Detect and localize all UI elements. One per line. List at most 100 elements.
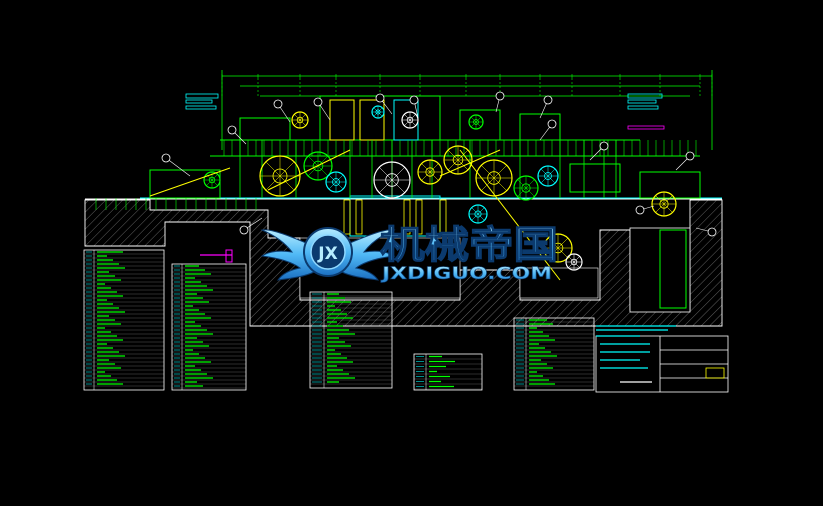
title-block (595, 335, 729, 393)
roll-spoke (547, 168, 556, 177)
roll-spoke (471, 207, 479, 215)
title-block-text-lines (596, 325, 676, 383)
roll-spoke (265, 161, 281, 177)
roll-spoke (335, 181, 344, 190)
emblem-badge-text: JX (317, 244, 337, 264)
balloon (227, 125, 237, 135)
roll-spoke (470, 121, 477, 128)
roll-spoke (471, 213, 479, 221)
roll-spoke (481, 177, 495, 191)
roll-spoke (477, 207, 485, 215)
table-heading-box (225, 249, 233, 263)
roll-spoke (294, 119, 301, 126)
roll-spoke (377, 111, 383, 117)
roll-spoke (457, 149, 469, 161)
roll-spoke (429, 171, 439, 181)
roll-spoke (409, 119, 416, 126)
roll-spoke (421, 171, 431, 181)
dimension-ticks (221, 74, 713, 96)
roll-spoke (328, 174, 337, 183)
roll-spoke (379, 179, 393, 193)
roll-spoke (475, 116, 482, 123)
roll-spoke (373, 111, 379, 117)
callout-block-right (627, 93, 665, 130)
roll-spoke (568, 256, 575, 263)
roll-spoke (299, 114, 306, 121)
callout-block-left (185, 93, 219, 110)
roll-spoke (265, 175, 281, 191)
roll-spoke (493, 165, 507, 179)
roll-spoke (568, 261, 575, 268)
roll-spoke (547, 175, 556, 184)
felt-run (459, 149, 561, 281)
roll-spoke (663, 195, 673, 205)
roll-spoke (557, 237, 569, 249)
balloon (161, 153, 171, 163)
table-frame (413, 353, 483, 391)
roll-spoke (547, 247, 559, 259)
bill-of-materials-tables (83, 249, 595, 391)
balloon (685, 151, 695, 161)
watermark-logo: JX 机械帝国 JXDIGUO.COM (260, 222, 559, 284)
roll-spoke (299, 119, 306, 126)
roll-spoke (335, 174, 344, 183)
roll-spoke (493, 177, 507, 191)
balloon (599, 141, 609, 151)
strut (343, 199, 351, 235)
roll-spoke (517, 187, 527, 197)
roll-spoke (317, 165, 329, 177)
roll-spoke (457, 159, 469, 171)
table-frame (171, 263, 247, 391)
balloon (543, 95, 553, 105)
balloon (495, 91, 505, 101)
roll-spoke (211, 179, 218, 186)
roll-spoke (391, 167, 405, 181)
roll-spoke (525, 179, 535, 189)
balloon (547, 119, 557, 129)
balloon (313, 97, 323, 107)
roll-spoke (307, 155, 319, 167)
roll-spoke (279, 161, 295, 177)
strut (355, 199, 363, 235)
roll-spoke (447, 149, 459, 161)
roll-spoke (475, 121, 482, 128)
roll-spoke (525, 187, 535, 197)
watermark-title: 机械帝国 (380, 223, 558, 267)
winged-gear-emblem: JX (260, 227, 396, 281)
roll-spoke (573, 261, 580, 268)
roll-spoke (477, 213, 485, 221)
roll-spoke (470, 116, 477, 123)
roll-spoke (547, 237, 559, 249)
roll-spoke (391, 179, 405, 193)
roll-spoke (379, 167, 393, 181)
felt-run (439, 149, 501, 177)
roll-spoke (206, 174, 213, 181)
part-balloons (161, 91, 717, 237)
roll-spoke (663, 203, 673, 213)
machine-rolls (149, 105, 677, 281)
roll-spoke (211, 174, 218, 181)
balloon (239, 225, 249, 235)
felt-run (149, 167, 231, 197)
watermark-url: JXDIGUO.COM (381, 264, 552, 284)
roll-spoke (517, 179, 527, 189)
roll-spoke (447, 159, 459, 171)
roll-spoke (373, 107, 379, 113)
balloon (707, 227, 717, 237)
balloon (273, 99, 283, 109)
roll-spoke (409, 114, 416, 121)
roll-spoke (557, 247, 569, 259)
balloon (635, 205, 645, 215)
leader-line (165, 157, 191, 177)
roll-spoke (429, 163, 439, 173)
strut (415, 199, 423, 235)
roll-spoke (206, 179, 213, 186)
roll-spoke (279, 175, 295, 191)
roll-spoke (540, 175, 549, 184)
roll-spoke (404, 114, 411, 121)
platform-railings (95, 140, 697, 210)
table-frame (83, 249, 165, 391)
roll-spoke (655, 195, 665, 205)
